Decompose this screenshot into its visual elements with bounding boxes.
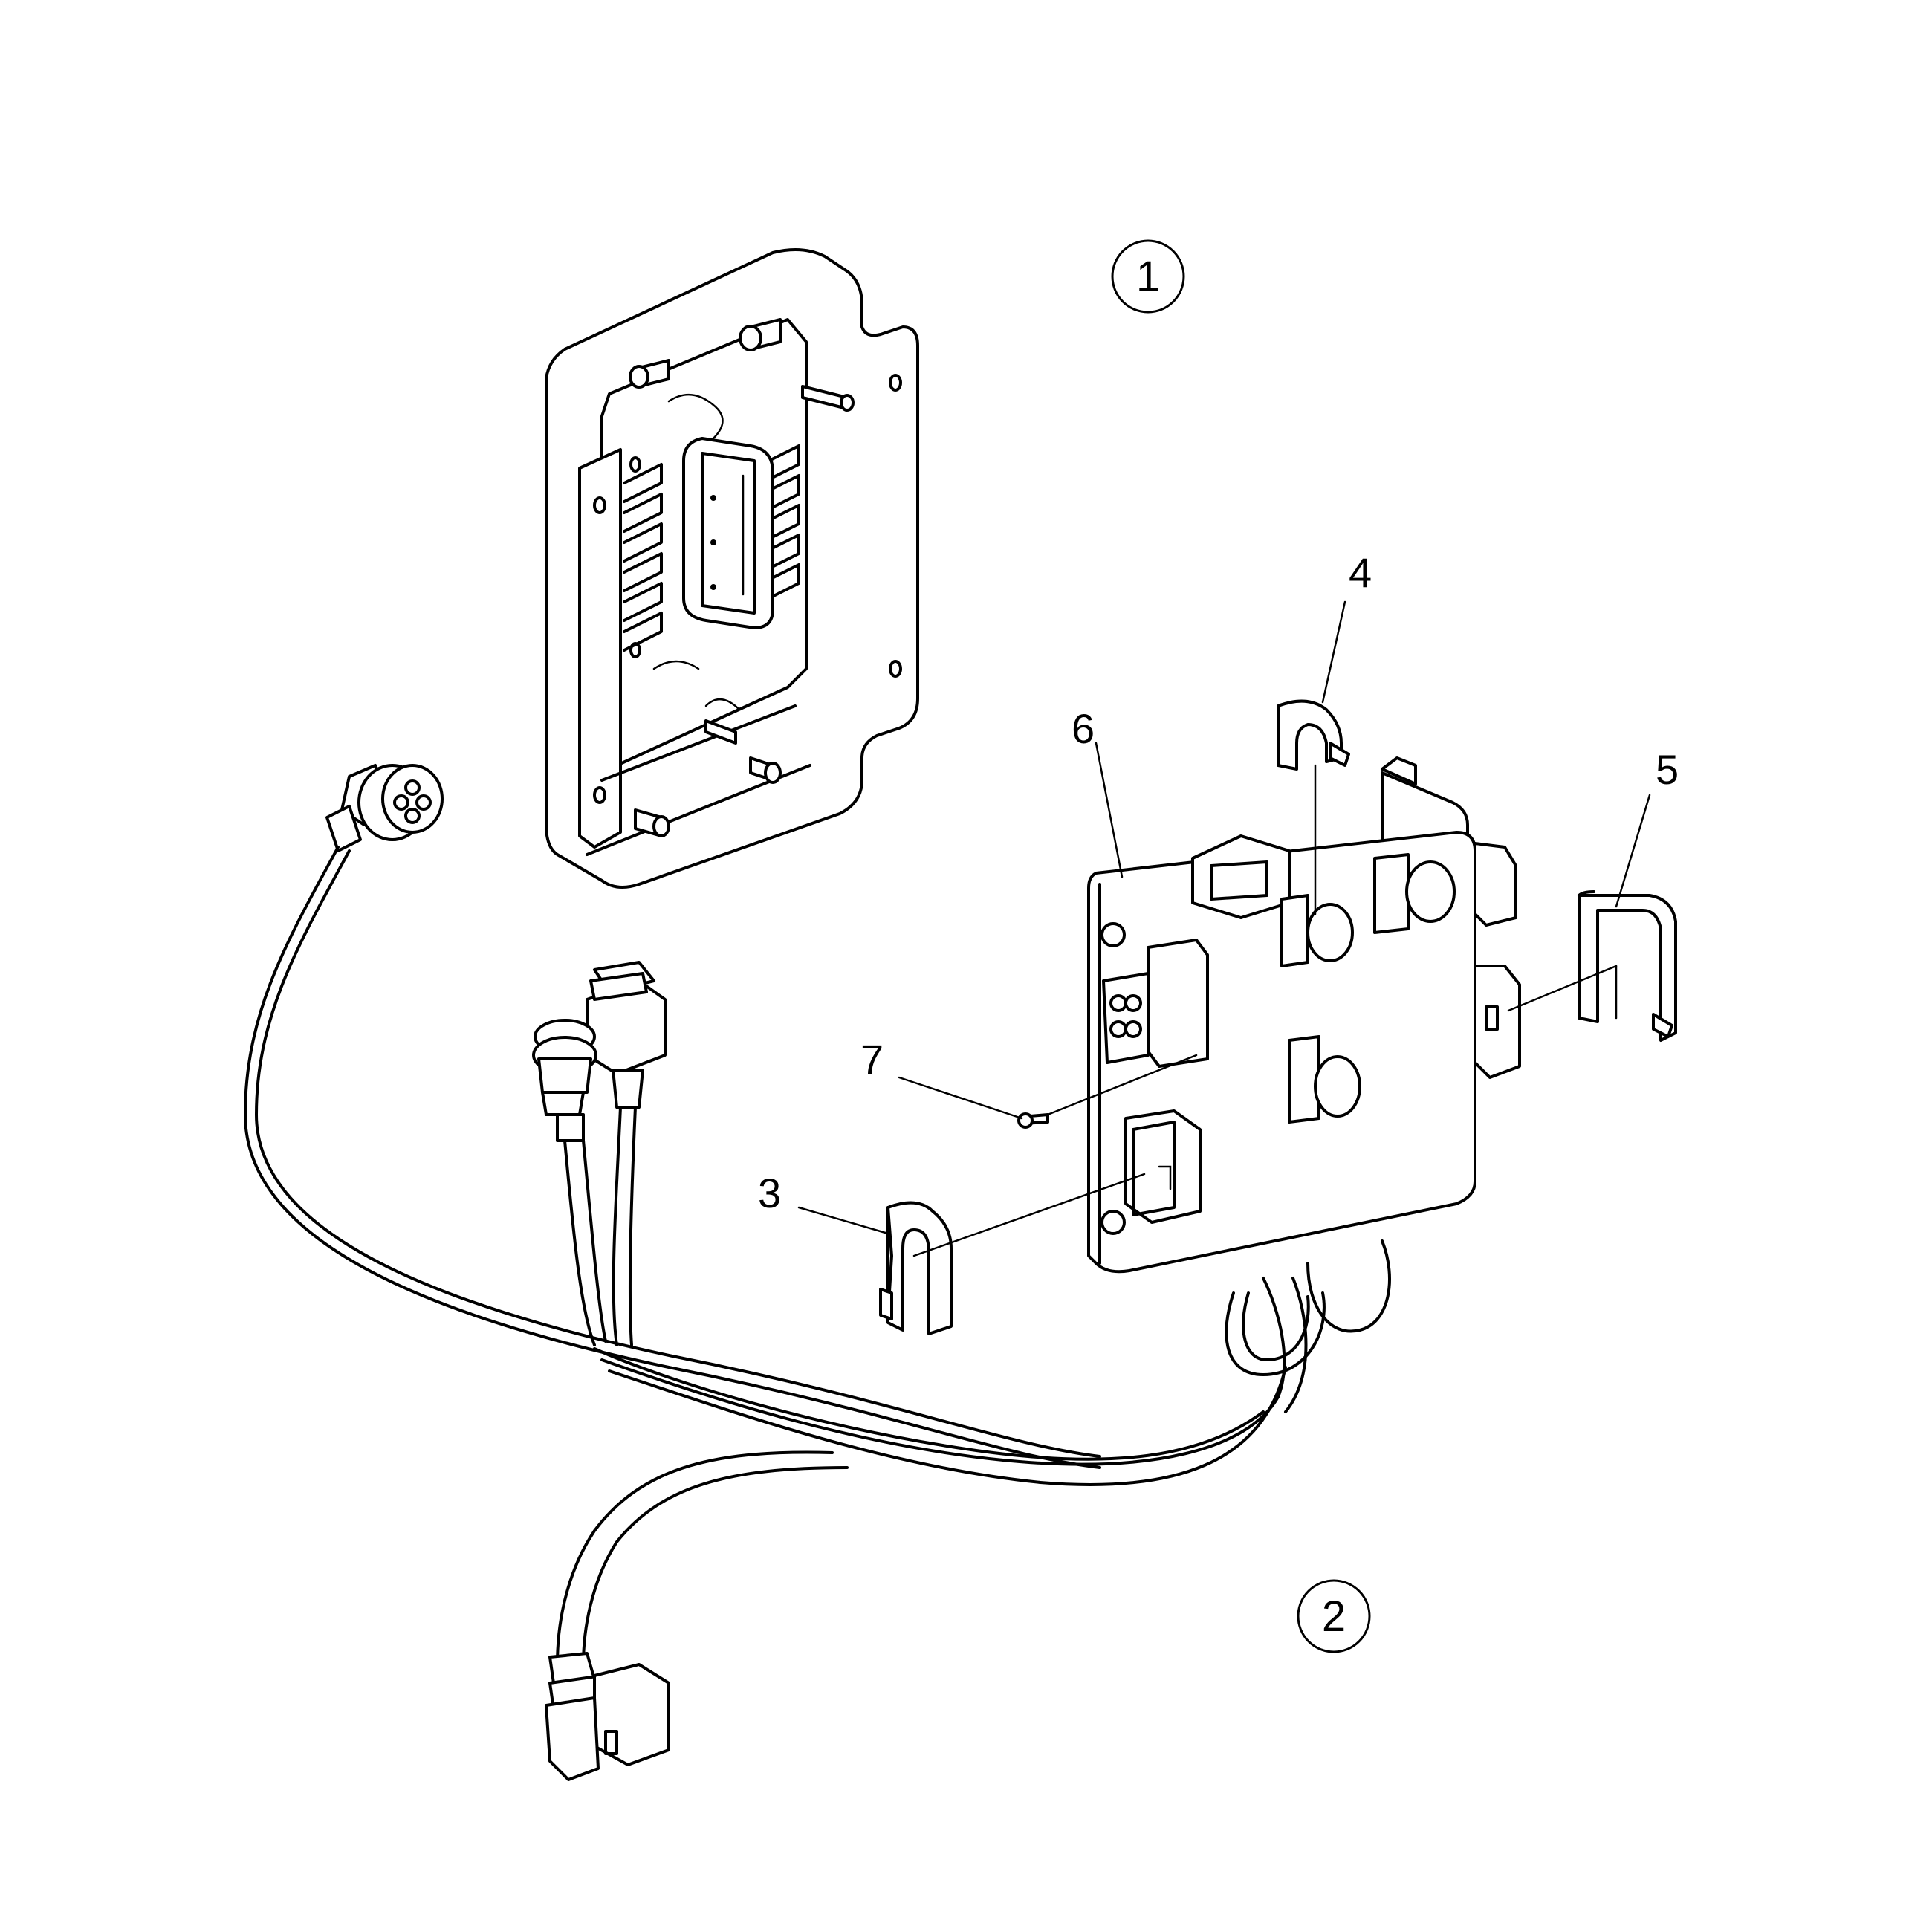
callout-4: 4 xyxy=(1349,549,1372,596)
control-module xyxy=(545,248,919,889)
callout-5: 5 xyxy=(1656,746,1679,793)
screw-7 xyxy=(1017,1112,1049,1129)
center-connector xyxy=(1288,1035,1361,1124)
heat-fins xyxy=(623,463,663,652)
mounting-holes xyxy=(593,374,902,804)
ecu-connector xyxy=(682,437,774,629)
mounting-studs xyxy=(629,318,855,837)
callout-6: 6 xyxy=(1072,705,1095,752)
bracket-assembly xyxy=(1087,756,1521,1274)
leader-lines xyxy=(797,600,1651,1257)
clip-5 xyxy=(1578,890,1677,1042)
clip-3 xyxy=(879,1201,953,1335)
circled-label-2: 2 xyxy=(1297,1579,1371,1653)
callout-3: 3 xyxy=(758,1170,781,1216)
bottom-connector xyxy=(545,1652,670,1781)
right-connector xyxy=(1474,965,1521,1079)
twin-connectors xyxy=(532,961,667,1142)
top-connector xyxy=(1191,834,1291,919)
wiring-harness xyxy=(244,764,1391,1781)
callouts: 3 4 5 6 7 xyxy=(758,549,1679,1216)
round-connector xyxy=(325,764,444,852)
upper-right-connectors xyxy=(1280,842,1517,967)
callout-7: 7 xyxy=(860,1036,884,1083)
clip-4 xyxy=(1277,699,1350,771)
circled-label-1: 1 xyxy=(1111,239,1185,314)
heat-fins-right xyxy=(768,444,800,600)
lower-connector xyxy=(1124,1109,1202,1224)
circled-label-2-text: 2 xyxy=(1322,1592,1346,1641)
left-connector xyxy=(1102,939,1209,1068)
circled-label-1-text: 1 xyxy=(1136,253,1160,301)
